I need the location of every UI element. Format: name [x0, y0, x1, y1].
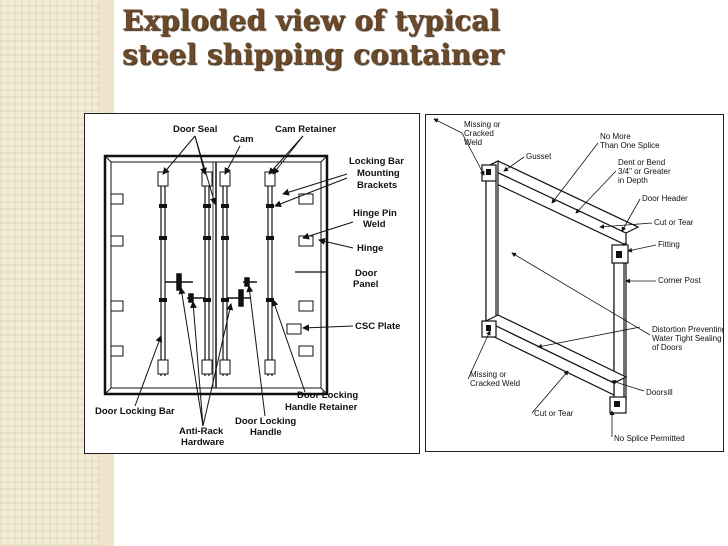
label-door-locking-handle-2: Handle — [250, 427, 282, 438]
label-gusset: Gusset — [526, 152, 552, 161]
label-missing-weld-top-3: Weld — [464, 138, 482, 147]
label-hinge-pin: Hinge Pin — [353, 208, 397, 219]
label-door-locking-bar: Door Locking Bar — [95, 406, 175, 417]
label-missing-weld-bottom-2: Cracked Weld — [470, 379, 520, 388]
label-door-seal: Door Seal — [173, 124, 217, 135]
slide-background-texture — [0, 0, 100, 546]
csc-plate — [286, 323, 302, 335]
label-anti-rack-2: Hardware — [181, 437, 224, 448]
label-corner-post: Corner Post — [658, 276, 701, 285]
label-mounting: Mounting — [357, 168, 400, 179]
locking-bar-brackets — [159, 204, 274, 302]
frame-diagram: Missing or Cracked Weld No More Than One… — [433, 118, 723, 443]
label-distortion-1: Distortion Preventing — [652, 325, 723, 334]
door-diagram: Door Seal Cam Cam Retainer Locking Bar M… — [95, 124, 404, 448]
cams — [157, 171, 276, 375]
label-handle-retainer-2: Handle Retainer — [285, 402, 358, 413]
slide-title: Exploded view of typical steel shipping … — [122, 4, 722, 72]
label-distortion-2: Water Tight Sealing — [652, 334, 722, 343]
label-missing-weld-top-1: Missing or — [464, 120, 501, 129]
label-locking-bar: Locking Bar — [349, 156, 404, 167]
frame-diagram-panel: Missing or Cracked Weld No More Than One… — [425, 114, 724, 452]
label-door: Door — [355, 268, 377, 279]
label-cam: Cam — [233, 134, 254, 145]
label-distortion-3: of Doors — [652, 343, 682, 352]
label-dent-3: in Depth — [618, 176, 648, 185]
label-no-splice: No Splice Permitted — [614, 434, 685, 443]
label-brackets: Brackets — [357, 180, 397, 191]
label-fitting: Fitting — [658, 240, 680, 249]
label-csc-plate: CSC Plate — [355, 321, 400, 332]
title-line-2: steel shipping container — [122, 38, 504, 71]
label-no-more-2: Than One Splice — [600, 141, 660, 150]
container-frame — [103, 154, 329, 396]
label-anti-rack-1: Anti-Rack — [179, 426, 224, 437]
label-handle-retainer-1: Door Locking — [297, 390, 358, 401]
label-cam-retainer: Cam Retainer — [275, 124, 337, 135]
label-no-more-1: No More — [600, 132, 631, 141]
frame-leader-lines — [433, 118, 657, 437]
fitting-holes — [486, 169, 622, 407]
label-panel: Panel — [353, 279, 378, 290]
label-cut-tear-top: Cut or Tear — [654, 218, 694, 227]
label-dent-2: 3/4" or Greater — [618, 167, 671, 176]
label-cut-tear-bottom: Cut or Tear — [534, 409, 574, 418]
label-door-header: Door Header — [642, 194, 688, 203]
label-missing-weld-top-2: Cracked — [464, 129, 494, 138]
label-hinge: Hinge — [357, 243, 383, 254]
hinges-left — [110, 193, 124, 357]
door-diagram-panel: Door Seal Cam Cam Retainer Locking Bar M… — [84, 113, 420, 454]
label-dent-1: Dent or Bend — [618, 158, 665, 167]
label-missing-weld-bottom-1: Missing or — [470, 370, 507, 379]
door-leader-lines — [134, 135, 354, 427]
label-doorsill: Doorsill — [646, 388, 673, 397]
title-line-1: Exploded view of typical — [122, 4, 500, 37]
door-handles — [165, 273, 257, 307]
label-weld: Weld — [363, 219, 386, 230]
frame-structure — [481, 160, 640, 414]
label-door-locking-handle-1: Door Locking — [235, 416, 296, 427]
